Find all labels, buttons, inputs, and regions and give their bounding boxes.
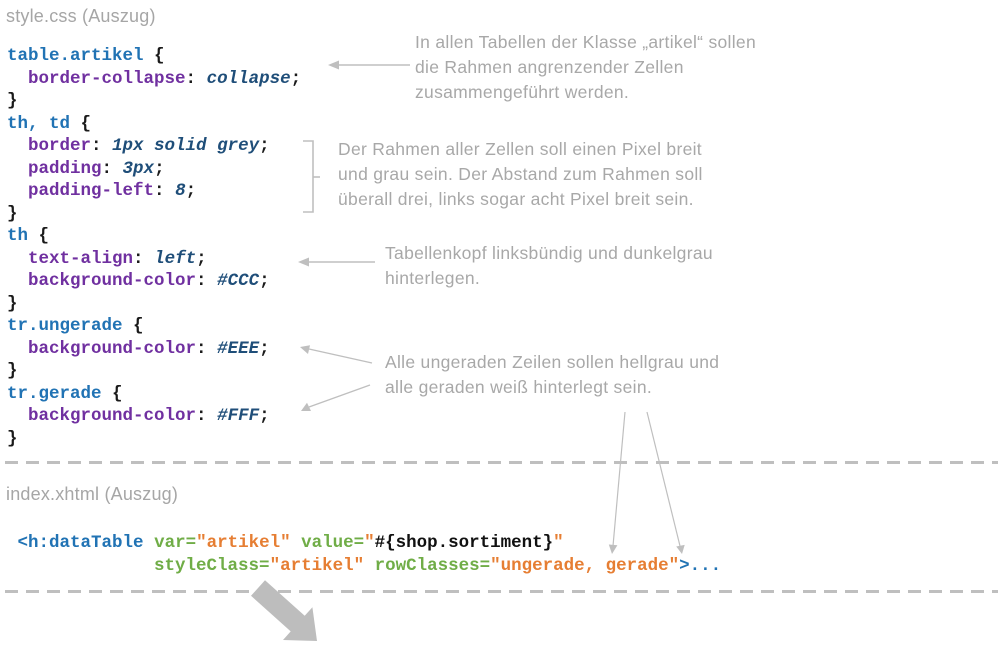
code-line: } [7,91,18,111]
annotation-line: In allen Tabellen der Klasse „artikel“ s… [415,32,756,52]
code-line: tr.gerade { [7,383,123,404]
annotation-line: die Rahmen angrenzender Zellen [415,57,684,77]
code-line: border-collapse: collapse; [28,68,302,89]
arrow-odd-rows-icon [300,345,373,364]
annotation-line: alle geraden weiß hinterlegt sein. [385,377,653,397]
code-line: } [7,361,18,381]
code-line: } [7,203,18,224]
xhtml-code-block: <h:dataTable var="artikel" value="#{shop… [7,532,722,578]
annotation-line: und grau sein. Der Abstand zum Rahmen so… [338,164,703,184]
arrow-even-rows-icon [301,384,371,411]
code-line: border: 1px solid grey; [28,136,270,156]
css-file-header: style.css (Auszug) [6,6,156,26]
code-line: padding: 3px; [28,158,165,179]
code-line: table.artikel { [7,46,165,66]
divider-dashed-top [5,461,998,464]
annotation-line: hinterlegen. [385,268,481,288]
arrow-border-collapse-icon [328,60,410,70]
code-line: styleClass="artikel" rowClasses="ungerad… [154,556,722,576]
divider-dashed-bottom [5,590,998,593]
bracket-cell-border-icon [303,140,320,213]
code-line: } [7,293,18,314]
code-line: tr.ungerade { [7,316,144,336]
annotation-line: Tabellenkopf linksbündig und dunkelgrau [385,243,713,263]
code-line: background-color: #CCC; [28,271,270,291]
code-line: background-color: #FFF; [28,406,270,426]
code-line: text-align: left; [28,248,207,269]
xhtml-file-header: index.xhtml (Auszug) [6,484,179,504]
code-line: th { [7,226,50,246]
annotation-line: Alle ungeraden Zeilen sollen hellgrau un… [385,352,720,372]
annotation-line: zusammengeführt werden. [415,82,630,102]
css-code-block: table.artikel { border-collapse: collaps… [7,45,301,450]
annotation-line: Der Rahmen aller Zellen soll einen Pixel… [338,139,702,159]
code-line: background-color: #EEE; [28,338,270,359]
annotation-row-colors: Alle ungeraden Zeilen sollen hellgrau un… [385,350,785,400]
annotation-line: überall drei, links sogar acht Pixel bre… [338,189,694,209]
code-line: th, td { [7,113,92,134]
code-line: padding-left: 8; [28,181,197,201]
annotation-cell-border: Der Rahmen aller Zellen soll einen Pixel… [338,137,898,212]
annotation-border-collapse: In allen Tabellen der Klasse „artikel“ s… [415,30,815,105]
code-line: <h:dataTable var="artikel" value="#{shop… [17,533,564,553]
annotation-table-head: Tabellenkopf linksbündig und dunkelgrau … [385,241,785,291]
code-line: } [7,428,18,449]
arrow-table-head-icon [298,257,375,267]
